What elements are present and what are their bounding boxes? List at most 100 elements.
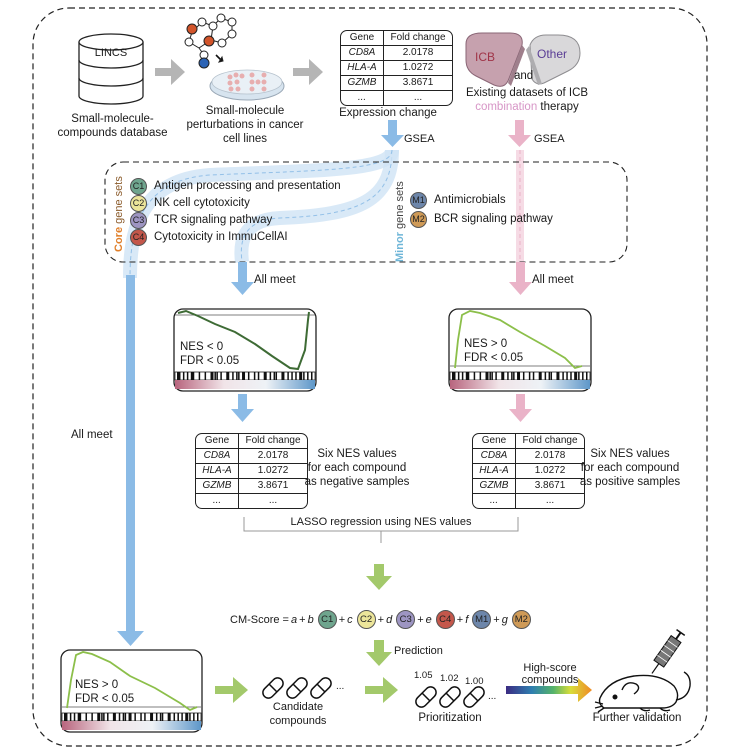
candidate-caption-line2: compounds xyxy=(269,715,327,727)
barcode-tick xyxy=(182,372,185,380)
gsea-neg-nes: NES < 0 xyxy=(180,341,224,353)
gsea-arrow-pink xyxy=(508,120,531,147)
fold-change-cell: 3.8671 xyxy=(384,76,452,91)
barcode-tick xyxy=(532,372,535,380)
gene-set-badge: C2 xyxy=(130,194,147,212)
fold-change-cell: ... xyxy=(413,92,423,103)
table-row: ...... xyxy=(473,494,584,508)
barcode-bottom xyxy=(64,713,199,721)
plus-sign: + xyxy=(377,613,385,626)
all-meet-label-long: All meet xyxy=(71,429,113,441)
perturbation-caption-line1: Small-molecule xyxy=(205,105,285,117)
barcode-tick xyxy=(155,713,158,721)
barcode-tick xyxy=(159,713,162,721)
gsea-plot-negative xyxy=(173,308,317,392)
gene-set-label: BCR signaling pathway xyxy=(434,213,553,225)
high-score-line1: High-score xyxy=(523,662,577,674)
icb-label: ICB xyxy=(475,50,496,64)
fold-change-cell: 2.0178 xyxy=(384,46,452,61)
barcode-tick xyxy=(69,713,72,721)
barcode-tick xyxy=(303,372,305,380)
barcode-tick xyxy=(185,713,189,721)
gsea-bottom-stats: NES > 0 FDR < 0.05 xyxy=(75,678,134,706)
gsea-neg-fdr: FDR < 0.05 xyxy=(180,355,240,367)
core-gene-sets-label: Core gene sets xyxy=(113,176,125,252)
prediction-label: Prediction xyxy=(394,645,443,657)
score-1: 1.05 xyxy=(414,670,433,681)
high-score-label: High-score compounds xyxy=(505,662,595,686)
coefficient: g xyxy=(501,613,508,626)
barcode-tick xyxy=(103,713,105,721)
barcode-tick xyxy=(118,713,121,721)
syringe-icon xyxy=(651,629,686,674)
coefficient: a xyxy=(291,613,298,626)
barcode-tick xyxy=(220,372,222,380)
barcode-tick xyxy=(181,713,183,721)
long-blue-arrow xyxy=(117,275,144,646)
core-word: Core xyxy=(113,226,125,252)
barcode-tick xyxy=(562,372,564,380)
barcode-tick xyxy=(236,372,238,380)
gene-cell: ... xyxy=(196,494,239,508)
barcode-tick xyxy=(570,372,572,380)
table-header-fold-change: Fold change xyxy=(516,434,584,449)
barcode-tick xyxy=(150,713,154,721)
barcode-tick xyxy=(173,713,176,721)
barcode-tick xyxy=(511,372,513,380)
barcode-tick xyxy=(550,372,553,380)
fold-change-cell: 3.8671 xyxy=(516,479,584,494)
barcode-tick xyxy=(586,372,588,380)
barcode-tick xyxy=(517,372,521,380)
barcode-tick xyxy=(574,372,578,380)
barcode-tick xyxy=(107,713,109,721)
fold-change-cell: 1.0272 xyxy=(239,464,307,479)
gene-cell: HLA-A xyxy=(196,464,239,479)
barcode-tick xyxy=(578,372,580,380)
barcode-tick xyxy=(453,372,456,380)
fold-change-cell: 1.0272 xyxy=(516,464,584,479)
gene-cell: HLA-A xyxy=(341,61,384,76)
barcode-tick xyxy=(291,372,293,380)
gene-set-label: Antigen processing and presentation xyxy=(154,180,341,192)
candidate-caption-line1: Candidate xyxy=(272,701,324,713)
table-row: ...... xyxy=(341,91,452,105)
barcode-tick xyxy=(461,372,464,380)
icb-shape xyxy=(465,32,525,87)
green-arrow-prediction xyxy=(366,640,392,666)
barcode-tick xyxy=(73,713,76,721)
barcode-tick xyxy=(192,372,195,380)
gene-set-badge: M1 xyxy=(410,191,427,209)
gene-set-label: TCR signaling pathway xyxy=(154,214,273,226)
green-arrow-to-candidates xyxy=(215,677,248,703)
high-score-line2: compounds xyxy=(521,674,579,686)
barcode-tick xyxy=(501,372,505,380)
core-gene-sets-word: gene sets xyxy=(113,176,125,227)
gsea-pos-stats: NES > 0 FDR < 0.05 xyxy=(464,337,523,365)
barcode-tick xyxy=(91,713,93,721)
plus-sign: + xyxy=(338,613,346,626)
lincs-label: LINCS xyxy=(94,47,128,59)
gene-set-badge: M2 xyxy=(410,210,427,228)
barcode-tick xyxy=(124,713,127,721)
and-label: and xyxy=(514,70,534,82)
icb-caption-line1: Existing datasets of ICB xyxy=(465,87,589,99)
barcode-tick xyxy=(489,372,491,380)
barcode-tick xyxy=(295,372,297,380)
barcode-tick xyxy=(77,713,81,721)
barcode-tick xyxy=(473,372,476,380)
table-row: ...... xyxy=(196,494,307,508)
barcode-tick xyxy=(299,372,303,380)
barcode-tick xyxy=(161,713,164,721)
candidate-caption: Candidate compounds xyxy=(258,700,338,728)
barcode-tick xyxy=(178,372,181,380)
all-meet-label-left: All meet xyxy=(254,274,296,286)
barcode-tick xyxy=(85,713,88,721)
further-validation-label: Further validation xyxy=(592,712,682,724)
